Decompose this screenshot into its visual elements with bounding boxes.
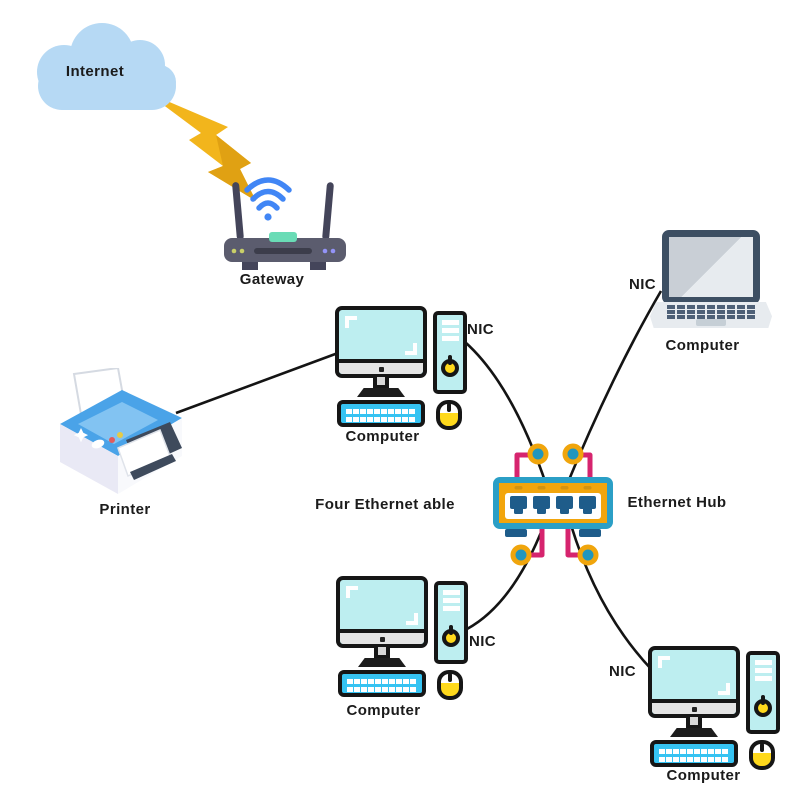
computer-right-label: Computer <box>666 767 741 784</box>
nic-label-bottom: NIC <box>469 633 497 650</box>
laptop-computer <box>650 230 774 330</box>
cable-label: Four Ethernet able <box>315 496 455 513</box>
printer-button-yellow <box>117 432 123 438</box>
system-unit-icon <box>433 311 467 394</box>
ethernet-hub-icon <box>493 443 616 567</box>
computer-bottom-label: Computer <box>346 702 421 719</box>
monitor-icon <box>648 646 740 718</box>
hub-feet <box>505 529 601 537</box>
router-slot <box>254 248 312 254</box>
keyboard-icon <box>338 670 426 697</box>
sparkle-icon <box>73 428 89 443</box>
router-feet <box>242 262 326 270</box>
nic-label-center: NIC <box>467 321 495 338</box>
system-unit-icon <box>746 651 780 734</box>
gateway-label: Gateway <box>239 271 305 288</box>
hub-label: Ethernet Hub <box>627 494 727 511</box>
mouse-icon <box>437 670 463 700</box>
desktop-computer-center <box>335 306 467 430</box>
mouse-icon <box>749 740 775 770</box>
laptop-base-icon <box>650 302 772 328</box>
monitor-icon <box>336 576 428 648</box>
printer-tray-lip <box>130 454 176 480</box>
monitor-icon <box>335 306 427 378</box>
edge-printer-computer <box>175 351 339 415</box>
monitor-bezel <box>339 359 423 374</box>
printer-lid-inner <box>78 402 158 444</box>
desktop-computer-right <box>648 646 780 770</box>
status-lights <box>231 248 336 254</box>
desktop-computer-bottom <box>336 576 468 700</box>
cable-connectors <box>510 443 599 566</box>
printer-body-left <box>60 424 118 494</box>
laptop-label: Computer <box>665 337 740 354</box>
hub-port-strip <box>505 493 601 519</box>
gateway-router-icon <box>222 166 348 270</box>
edge-hub-computer-bottom <box>466 524 546 631</box>
lightning-icon <box>146 92 256 201</box>
computer-center-label: Computer <box>345 428 420 445</box>
antennas <box>232 182 334 241</box>
screen-corner <box>345 316 357 328</box>
laptop-screen-icon <box>662 230 760 304</box>
screen-corner <box>405 343 417 355</box>
monitor-base <box>357 388 405 397</box>
touchpad-icon <box>696 319 726 326</box>
nic-label-right: NIC <box>609 663 637 680</box>
hub-vents <box>514 486 592 490</box>
cloud-icon <box>37 23 176 110</box>
hub-cables <box>514 452 593 558</box>
printer-button-oval <box>91 439 105 449</box>
printer-label: Printer <box>99 501 151 518</box>
printer-button-red <box>109 437 115 443</box>
internet-label: Internet <box>65 63 125 80</box>
router-button <box>269 232 297 242</box>
monitor-stand <box>373 377 389 389</box>
wifi-icon <box>244 177 292 221</box>
nic-label-laptop: NIC <box>629 276 657 293</box>
mouse-icon <box>436 400 462 430</box>
keyboard-icon <box>337 400 425 427</box>
printer-icon <box>52 366 192 494</box>
system-unit-icon <box>434 581 468 664</box>
internet-cloud <box>14 20 189 115</box>
edge-hub-computer-right <box>569 524 653 671</box>
hub-ports <box>510 496 596 514</box>
keyboard-icon <box>650 740 738 767</box>
